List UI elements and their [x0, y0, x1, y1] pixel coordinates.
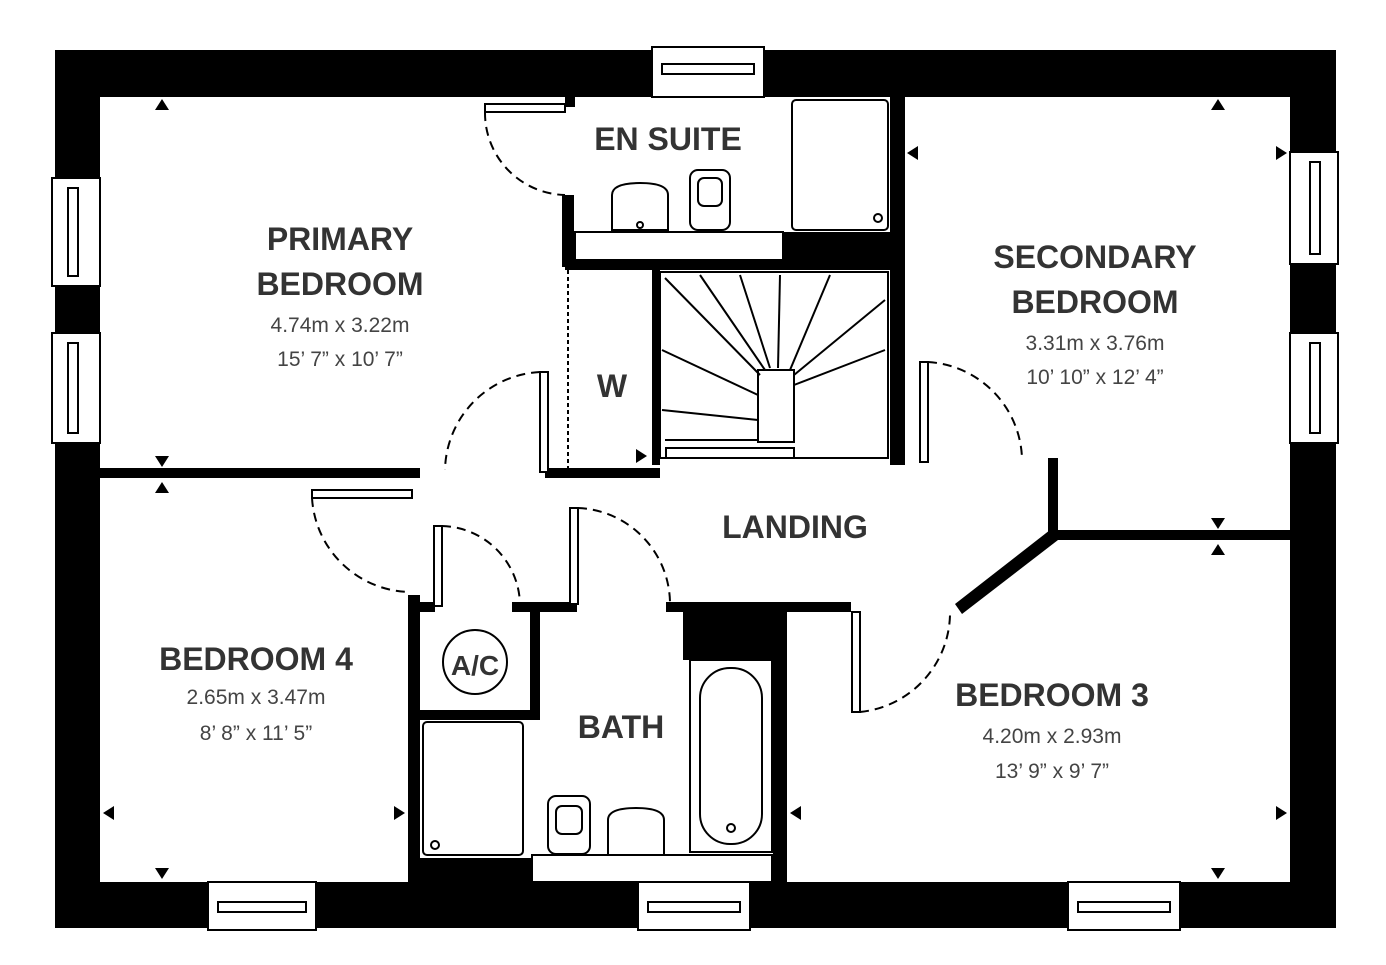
dimension-arrows: [103, 99, 1287, 879]
bedroom-4-imperial: 8’ 8” x 11’ 5”: [200, 722, 312, 745]
bedroom-3-metric: 4.20m x 2.93m: [983, 725, 1122, 748]
secondary-bedroom-imperial: 10’ 10” x 12’ 4”: [1026, 366, 1163, 389]
interior-walls: [100, 97, 1290, 882]
landing-label: LANDING: [722, 509, 868, 545]
fixtures: [422, 99, 889, 883]
primary-bedroom-metric: 4.74m x 3.22m: [271, 314, 410, 337]
en-suite-label: EN SUITE: [594, 121, 742, 157]
primary-bedroom-label-2: BEDROOM: [256, 266, 423, 302]
secondary-bedroom-label-2: BEDROOM: [1011, 284, 1178, 320]
airing-cupboard-label: A/C: [451, 650, 499, 681]
bedroom-4-label: BEDROOM 4: [159, 641, 353, 677]
doors: [311, 103, 1023, 713]
secondary-bedroom-label-1: SECONDARY: [993, 239, 1196, 275]
bedroom-4-metric: 2.65m x 3.47m: [187, 686, 326, 709]
bedroom-3-label: BEDROOM 3: [955, 677, 1149, 713]
primary-bedroom-label-1: PRIMARY: [267, 221, 413, 257]
bedroom-3-imperial: 13’ 9” x 9’ 7”: [995, 760, 1109, 783]
primary-bedroom-imperial: 15’ 7” x 10’ 7”: [277, 348, 403, 371]
windows: [51, 46, 1339, 931]
secondary-bedroom-metric: 3.31m x 3.76m: [1026, 332, 1165, 355]
staircase: [659, 271, 889, 459]
wardrobe-label: W: [597, 368, 628, 404]
bath-label: BATH: [578, 709, 665, 745]
